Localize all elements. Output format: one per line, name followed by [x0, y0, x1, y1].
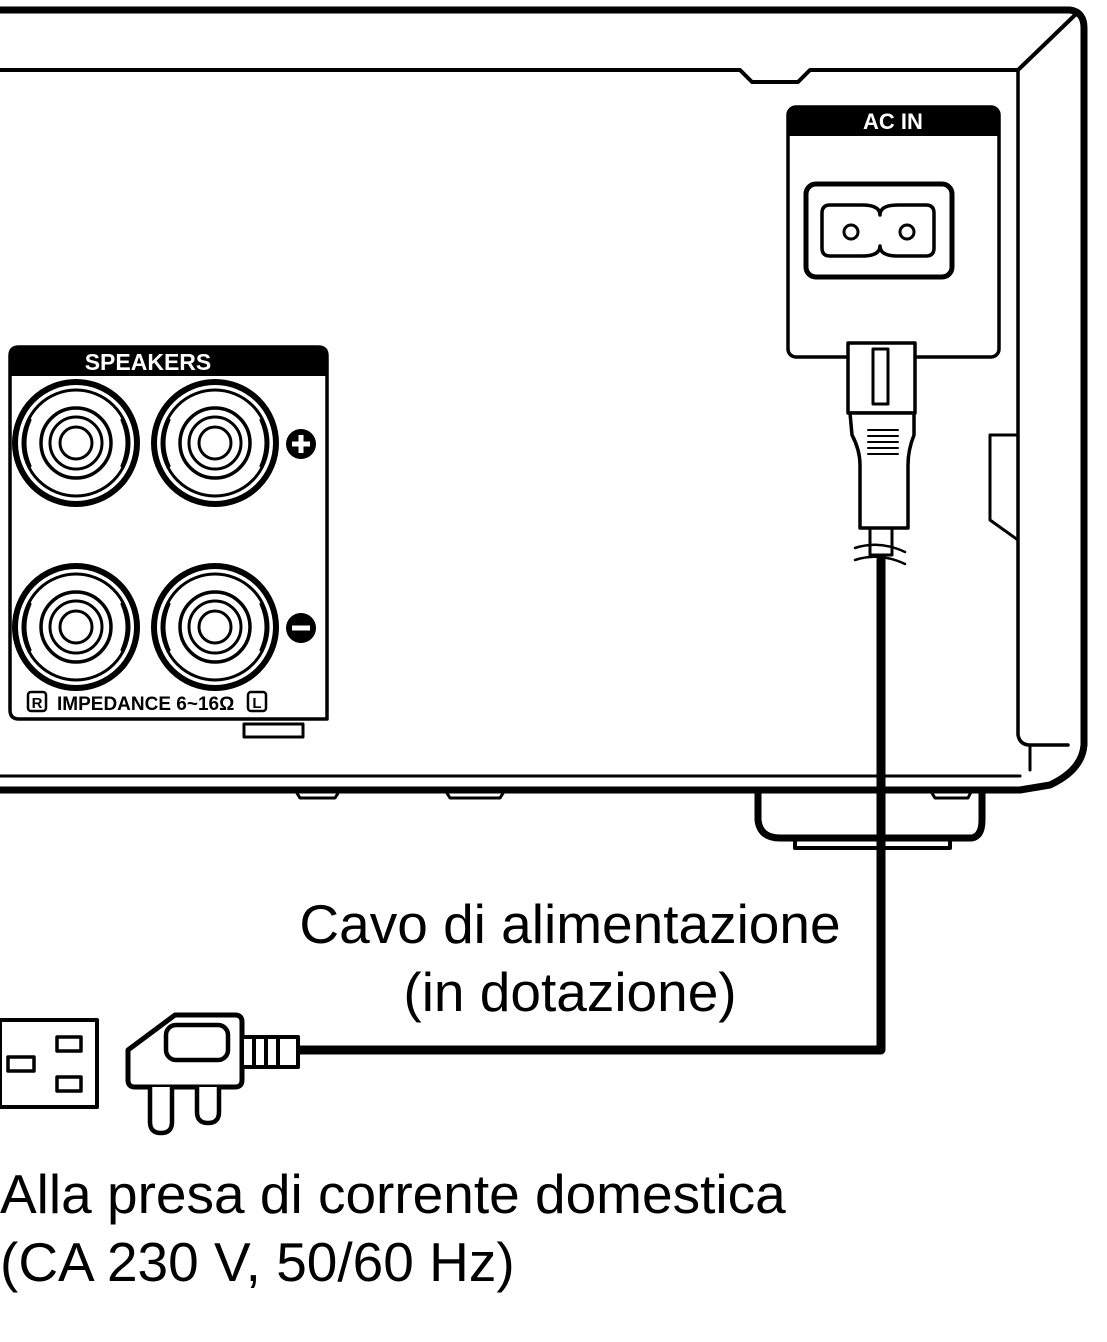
- wall-plug-icon: [125, 1012, 300, 1136]
- power-cord-caption-line2: (in dotazione): [403, 961, 737, 1023]
- outlet-caption: Alla presa di corrente domestica (CA 230…: [0, 1160, 786, 1296]
- outlet-caption-line2: (CA 230 V, 50/60 Hz): [0, 1231, 515, 1293]
- power-cord-caption: Cavo di alimentazione (in dotazione): [290, 890, 850, 1026]
- ac-inlet-socket: [803, 181, 955, 280]
- power-cord-caption-line1: Cavo di alimentazione: [299, 893, 841, 955]
- plus-symbol-icon: [286, 429, 316, 459]
- inlet-plug-connector: [846, 341, 917, 566]
- channel-right-box: [26, 690, 48, 713]
- outlet-caption-line1: Alla presa di corrente domestica: [0, 1163, 786, 1225]
- device-chassis: [0, 6, 1088, 850]
- power-cable: [293, 555, 886, 1055]
- speaker-terminal-bottom-right: [151, 563, 279, 691]
- wall-socket-icon: [0, 1018, 99, 1109]
- minus-symbol-icon: [286, 613, 316, 643]
- speakers-panel: [8, 345, 329, 739]
- impedance-label: IMPEDANCE 6~16Ω: [57, 694, 234, 715]
- speakers-label: SPEAKERS: [85, 349, 212, 375]
- speaker-terminal-top-left: [12, 379, 140, 507]
- channel-left-box: [246, 690, 268, 713]
- channel-left-label: L: [252, 695, 261, 712]
- ac-in-panel: [786, 105, 1001, 359]
- channel-right-label: R: [32, 695, 43, 712]
- speaker-terminal-top-right: [151, 379, 279, 507]
- speaker-terminal-bottom-left: [12, 563, 140, 691]
- ac-in-label: AC IN: [863, 109, 923, 134]
